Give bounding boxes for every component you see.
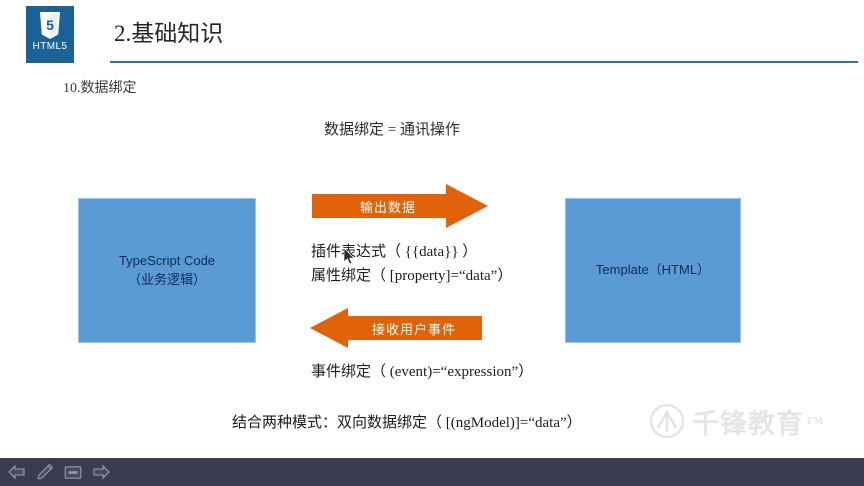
typescript-code-box-line-1: TypeScript Code [118, 252, 216, 268]
html5-shield-icon: 5 [40, 12, 60, 39]
arrow-left-icon [8, 464, 25, 480]
page-title: 2.基础知识 [114, 21, 224, 46]
header-divider [110, 61, 858, 63]
svg-text:5: 5 [46, 17, 54, 33]
output-data-arrow: 输出数据 [312, 184, 488, 228]
arrow-left-shape-icon [310, 308, 482, 348]
typescript-code-box-line-2: （业务逻辑） [127, 271, 206, 287]
receive-user-event-arrow: 接收用户事件 [310, 308, 482, 348]
slide-canvas: 5 HTML5 2.基础知识 10.数据绑定 数据绑定 = 通讯操作 TypeS… [0, 0, 864, 444]
qianfeng-logo-icon [649, 403, 685, 439]
equation-caption: 数据绑定 = 通讯操作 [324, 122, 460, 138]
arrow-right-shape-icon [312, 184, 488, 228]
section-label: 10.数据绑定 [63, 81, 137, 96]
template-html-box-line-1: Template（HTML） [595, 262, 711, 278]
typescript-code-box: TypeScript Code （业务逻辑） [78, 198, 256, 343]
template-html-box: Template（HTML） [565, 198, 741, 343]
rectangle-icon [64, 465, 82, 479]
next-slide-button[interactable] [90, 461, 112, 483]
slide-view-button[interactable] [62, 461, 84, 483]
previous-slide-button[interactable] [6, 461, 28, 483]
qianfeng-watermark-text: 千锋教育 [692, 408, 804, 439]
html5-badge: 5 HTML5 [26, 6, 74, 63]
qianfeng-watermark: 千锋教育 TM [648, 398, 848, 444]
arrow-right-icon [93, 464, 110, 480]
receive-user-event-arrow-label: 接收用户事件 [371, 321, 456, 337]
output-data-arrow-label: 输出数据 [359, 199, 416, 215]
event-binding-line: 事件绑定（ (event)=“expression”） [311, 364, 534, 380]
slide-header: 5 HTML5 2.基础知识 [0, 0, 864, 70]
two-way-binding-line: 结合两种模式：双向数据绑定（ [(ngModel)]=“data”） [232, 415, 582, 431]
pencil-icon [37, 463, 54, 480]
interpolation-expression-line: 插件表达式（ {{data}} ） [311, 244, 478, 260]
presentation-toolbar [0, 458, 864, 486]
html5-badge-label: HTML5 [32, 41, 68, 52]
qianfeng-watermark-tm: TM [806, 415, 825, 427]
property-binding-line: 属性绑定（ [property]=“data”） [311, 268, 513, 284]
annotate-pen-button[interactable] [34, 461, 56, 483]
